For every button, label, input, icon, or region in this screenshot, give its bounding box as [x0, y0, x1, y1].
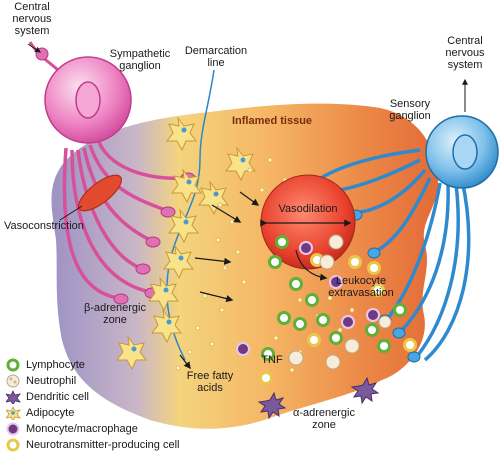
cns-left-bulb — [35, 47, 49, 61]
adipocytes — [116, 116, 256, 371]
legend-item-adipocyte: Adipocyte — [4, 405, 204, 421]
lymphocyte-icon — [6, 358, 20, 372]
legend-label: Neurotransmitter-producing cell — [26, 439, 180, 451]
vasodilation-label: Vasodilation — [278, 203, 338, 215]
vasoconstriction-label: Vasoconstriction — [4, 220, 84, 232]
free-fatty-acid-dots — [175, 157, 355, 373]
sympathetic-fibers — [62, 139, 186, 300]
constricted-vessel — [78, 174, 122, 212]
legend-item-monocyte: Monocyte/macrophage — [4, 421, 204, 437]
legend-label: Neutrophil — [26, 375, 77, 387]
legend-item-neurotransmitter-cell: Neurotransmitter-producing cell — [4, 437, 204, 453]
monocyte-icon — [6, 422, 20, 436]
cns-left-arrow — [27, 43, 41, 53]
cns-right-label: Central nervous system — [445, 35, 485, 71]
legend-label: Lymphocyte — [26, 359, 85, 371]
sympathetic-nucleus — [75, 81, 101, 119]
neurotransmitter-cells — [259, 253, 417, 385]
alpha-adrenergic-zone-label: α-adrenergic zone — [293, 407, 355, 431]
dendritic-cell-icon — [6, 390, 21, 404]
adipocyte-nuclei — [131, 127, 246, 352]
inflamed-tissue-region — [51, 103, 439, 429]
legend: Lymphocyte Neutrophil Dendritic cell Adi… — [4, 357, 204, 453]
extravasation-arrow — [295, 249, 328, 281]
free-fatty-acids-label: Free fatty acids — [186, 370, 234, 394]
legend-label: Monocyte/macrophage — [26, 423, 138, 435]
inflamed-tissue-label: Inflamed tissue — [231, 115, 313, 127]
dilated-vessel — [260, 174, 356, 270]
cns-left-label: Central nervous system — [12, 1, 52, 37]
neutrophils — [288, 234, 392, 370]
legend-item-lymphocyte: Lymphocyte — [4, 357, 204, 373]
sensory-ganglion-label: Sensory ganglion — [389, 98, 431, 122]
monocytes — [236, 241, 380, 356]
neurotransmitter-cell-icon — [6, 438, 20, 452]
legend-item-neutrophil: Neutrophil — [4, 373, 204, 389]
legend-item-dendritic-cell: Dendritic cell — [4, 389, 204, 405]
dendritic-cells — [257, 376, 380, 420]
release-arrows — [179, 191, 260, 370]
vasoconstriction-pointer — [59, 205, 83, 221]
demarcation-line-label: Demarcation line — [184, 45, 248, 69]
neutrophil-icon — [6, 374, 20, 388]
sympathetic-ganglion-label: Sympathetic ganglion — [109, 48, 171, 72]
legend-label: Dendritic cell — [26, 391, 89, 403]
leukocyte-extravasation-label: Leukocyte extravasation — [328, 275, 394, 299]
sensory-nucleus — [452, 134, 478, 170]
beta-adrenergic-zone-label: β-adrenergic zone — [84, 302, 146, 326]
tnf-label: TNF — [261, 354, 283, 366]
legend-label: Adipocyte — [26, 407, 75, 419]
sensory-fibers — [317, 148, 471, 362]
demarcation-line — [166, 69, 215, 361]
lymphocytes — [261, 235, 407, 361]
adipocyte-icon — [6, 406, 21, 420]
